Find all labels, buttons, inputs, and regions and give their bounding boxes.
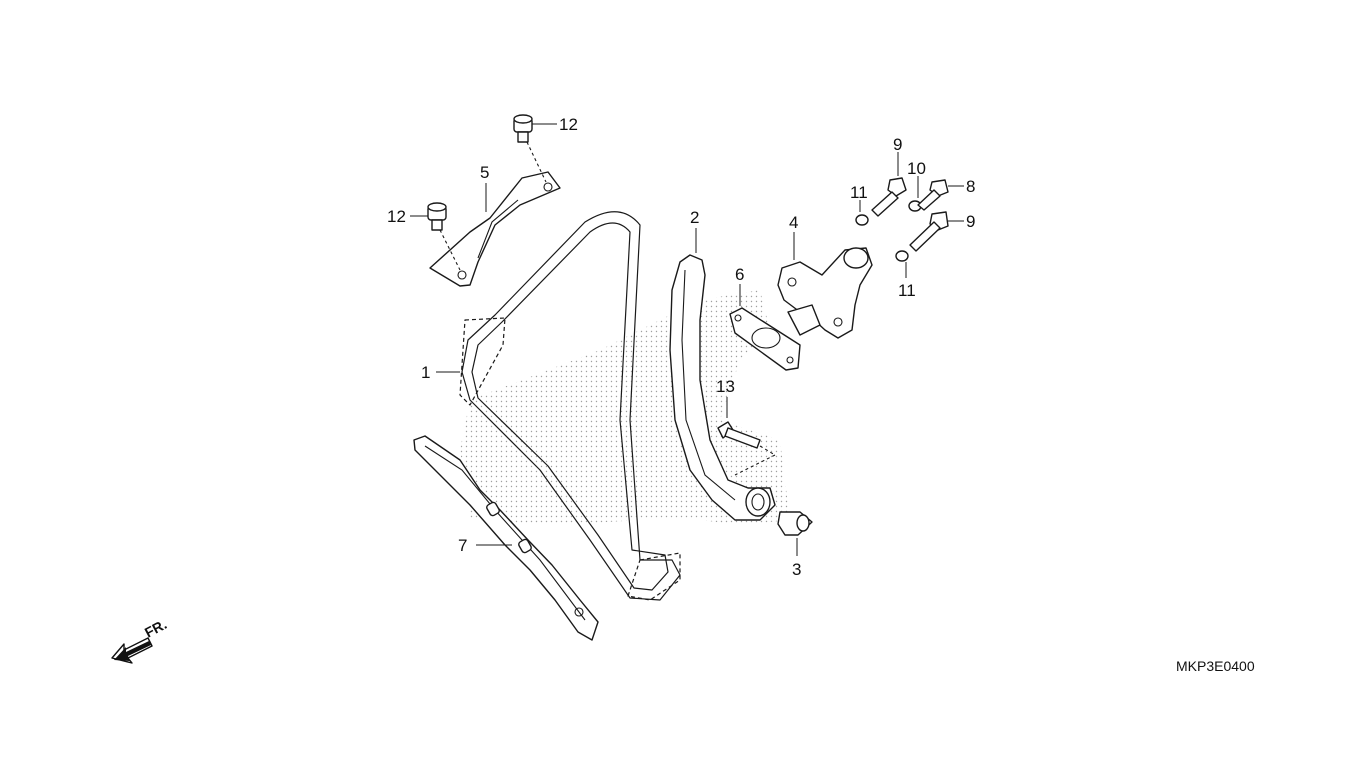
- front-direction-arrow-icon: [111, 637, 153, 664]
- callout-8: 8: [966, 177, 975, 196]
- bolt-8[interactable]: [917, 179, 964, 211]
- callout-12-left: 12: [387, 207, 406, 226]
- cam-chain[interactable]: [459, 211, 681, 601]
- callout-10: 10: [907, 159, 926, 178]
- diagram-code: MKP3E0400: [1176, 658, 1255, 674]
- tensioner-arm[interactable]: [669, 254, 776, 521]
- callout-2: 2: [690, 208, 699, 227]
- callout-9-top: 9: [893, 135, 902, 154]
- bolt-9-top[interactable]: [871, 152, 907, 217]
- pivot-bolt[interactable]: [717, 397, 776, 476]
- collar[interactable]: [777, 511, 813, 556]
- callout-11-top: 11: [850, 183, 868, 202]
- callout-13: 13: [716, 377, 735, 396]
- callout-5: 5: [480, 163, 489, 182]
- washer-11-top[interactable]: [855, 200, 869, 226]
- callout-9-right: 9: [966, 212, 975, 231]
- chain-guide[interactable]: [413, 435, 599, 641]
- washer-10[interactable]: [908, 176, 922, 212]
- callout-6: 6: [735, 265, 744, 284]
- callout-4: 4: [789, 213, 798, 232]
- bolt-12-top[interactable]: [513, 114, 557, 183]
- callout-3: 3: [792, 560, 801, 579]
- tensioner-lifter[interactable]: [777, 232, 873, 339]
- bolt-9-right[interactable]: [909, 211, 964, 252]
- front-direction-label: FR.: [142, 616, 169, 641]
- callout-7: 7: [458, 536, 467, 555]
- tensioner-gasket[interactable]: [729, 284, 801, 371]
- bolt-12-left[interactable]: [410, 202, 461, 271]
- callout-11-bottom: 11: [898, 281, 916, 300]
- chain-guide-plate[interactable]: [429, 171, 561, 287]
- washer-11-bottom[interactable]: [895, 250, 909, 278]
- callout-12-top: 12: [559, 115, 578, 134]
- callout-1: 1: [421, 363, 430, 382]
